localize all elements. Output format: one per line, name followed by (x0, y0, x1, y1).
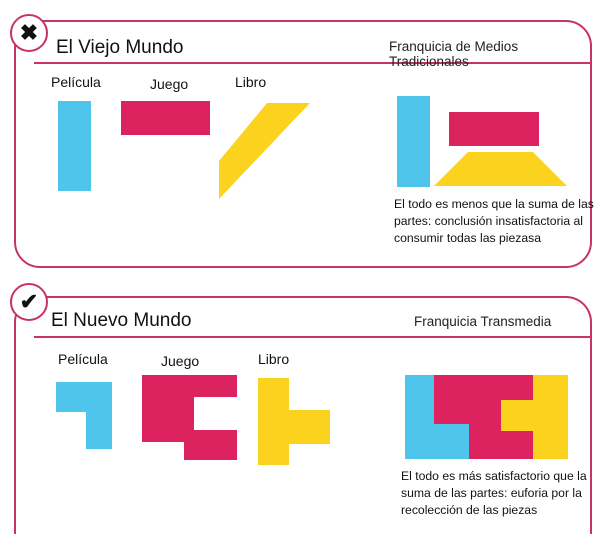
x-icon: ✖ (10, 14, 48, 52)
old-book-piece (219, 103, 310, 199)
new-book-piece (258, 378, 330, 465)
old-film-piece (58, 101, 91, 191)
old-world-panel (14, 20, 592, 268)
old-caption-line: partes: conclusión insatisfactoria al (394, 214, 584, 228)
new-game-piece (142, 375, 237, 460)
new-world-panel (14, 296, 592, 534)
old-world-title: El Viejo Mundo (56, 37, 184, 58)
old-combined-book (434, 152, 567, 186)
old-caption-line: consumir todas las piezasa (394, 231, 541, 245)
old-book-label: Libro (235, 74, 267, 90)
new-world-subtitle: Franquicia Transmedia (414, 314, 552, 329)
new-film-label: Película (58, 351, 108, 367)
new-caption-line: El todo es más satisfactorio que la (401, 469, 587, 483)
new-book-label: Libro (258, 351, 290, 367)
new-game-label: Juego (161, 353, 200, 369)
new-film-piece (56, 382, 112, 449)
old-combined-film (397, 96, 430, 187)
new-world-title: El Nuevo Mundo (51, 310, 192, 331)
old-world-subtitle: Franquicia de Medios Tradicionales (389, 39, 519, 69)
old-world-header-divider (34, 62, 590, 64)
old-game-piece (121, 101, 210, 135)
old-game-label: Juego (150, 76, 189, 92)
new-caption-line: recolección de las piezas (401, 503, 538, 517)
new-world-caption: El todo es más satisfactorio que la suma… (401, 468, 598, 519)
x-icon-glyph: ✖ (19, 20, 39, 45)
check-icon: ✔ (10, 283, 48, 321)
old-combined-game (449, 112, 539, 146)
old-film-label: Película (51, 74, 101, 90)
old-caption-line: El todo es menos que la suma de las (394, 197, 594, 211)
new-world-header-divider (34, 336, 590, 338)
old-world-caption: El todo es menos que la suma de las part… (394, 196, 594, 247)
new-caption-line: suma de las partes: euforia por la (401, 486, 582, 500)
new-combined-pink (434, 375, 533, 459)
check-icon-glyph: ✔ (19, 289, 39, 314)
new-combined-blue (405, 375, 469, 459)
